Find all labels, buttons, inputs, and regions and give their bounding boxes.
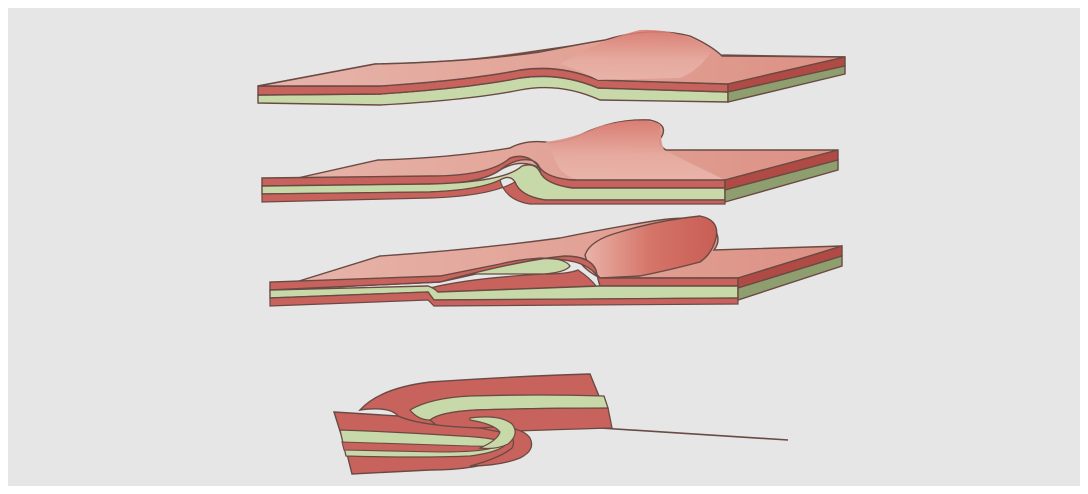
fold-diagram-figure bbox=[0, 0, 1088, 494]
fold-diagram-svg bbox=[0, 0, 1088, 494]
